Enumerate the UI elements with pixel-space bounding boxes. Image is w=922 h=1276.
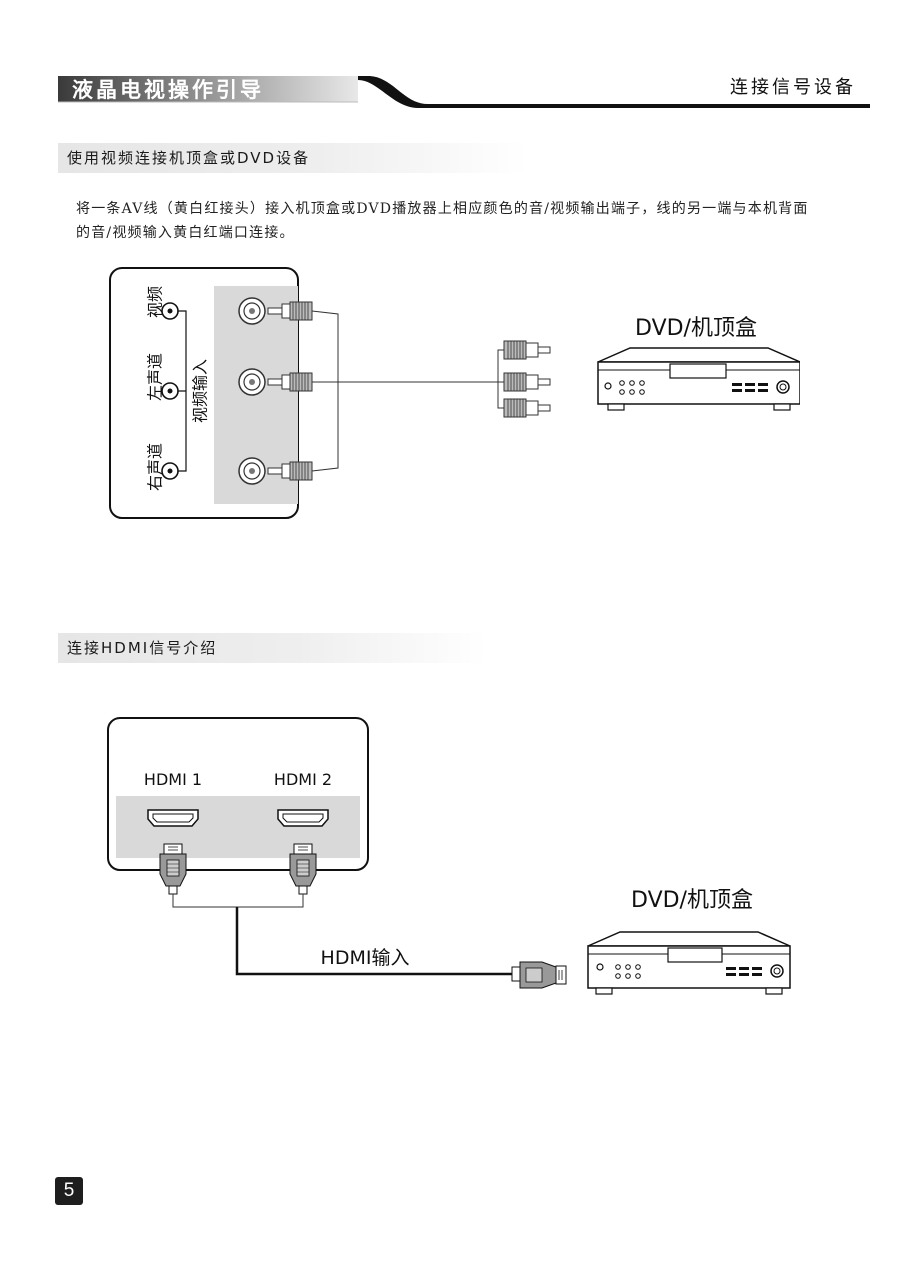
av-connection-diagram: 视频 左声道 右声道 视频输入 — [109, 267, 800, 519]
rca-plug-bottom-icon — [267, 461, 313, 481]
dvd-player-av-icon — [597, 347, 800, 411]
hdmi-cable — [235, 907, 512, 976]
rca-jack-middle-icon — [238, 368, 266, 396]
right-audio-jack-icon — [161, 462, 179, 480]
section-bar-hdmi: 连接HDMI信号介绍 — [58, 633, 488, 663]
dvd-player-hdmi-icon — [587, 931, 791, 995]
av-cable — [311, 310, 504, 472]
label-video: 视频 — [146, 286, 165, 318]
hdmi-plug-2-icon — [289, 843, 317, 895]
rca-plug-dvd-2-icon — [503, 372, 551, 392]
hdmi-plug-1-icon — [159, 843, 187, 895]
hdmi-plug-dvd-icon — [511, 961, 567, 989]
header-left-title: 液晶电视操作引导 — [72, 77, 264, 102]
hdmi2-port-icon — [277, 809, 329, 827]
header-right-title: 连接信号设备 — [730, 77, 856, 98]
group-bracket — [178, 310, 187, 472]
rca-jack-bottom-icon — [238, 457, 266, 485]
section-bar-av: 使用视频连接机顶盒或DVD设备 — [58, 143, 528, 173]
label-video-input-group: 视频输入 — [191, 359, 210, 423]
label-right-audio: 右声道 — [146, 443, 165, 491]
hdmi1-port-icon — [147, 809, 199, 827]
rca-plug-dvd-1-icon — [503, 340, 551, 360]
section-title-av: 使用视频连接机顶盒或DVD设备 — [67, 149, 311, 167]
dvd-label-hdmi: DVD/机顶盒 — [631, 888, 753, 913]
av-instructions: 将一条AV线（黄白红接头）接入机顶盒或DVD播放器上相应颜色的音/视频输出端子，… — [76, 201, 809, 241]
hdmi-jack-panel — [116, 796, 360, 858]
dvd-label-av: DVD/机顶盒 — [635, 316, 757, 341]
label-left-audio: 左声道 — [146, 353, 165, 401]
rca-jack-top-icon — [238, 297, 266, 325]
label-hdmi1: HDMI 1 — [144, 770, 202, 789]
section-title-hdmi: 连接HDMI信号介绍 — [67, 639, 218, 657]
hdmi-splitter-cable — [172, 894, 304, 908]
hdmi-connection-diagram: HDMI 1 HDMI 2 HDMI输入 DVD/机顶盒 — [107, 717, 791, 995]
rca-plug-dvd-3-icon — [503, 398, 551, 418]
label-hdmi2: HDMI 2 — [274, 770, 332, 789]
header-bar — [58, 76, 870, 108]
rca-plug-middle-icon — [267, 372, 313, 392]
label-hdmi-input: HDMI输入 — [321, 947, 410, 969]
page-number: 5 — [55, 1177, 83, 1205]
rca-plug-top-icon — [267, 301, 313, 321]
